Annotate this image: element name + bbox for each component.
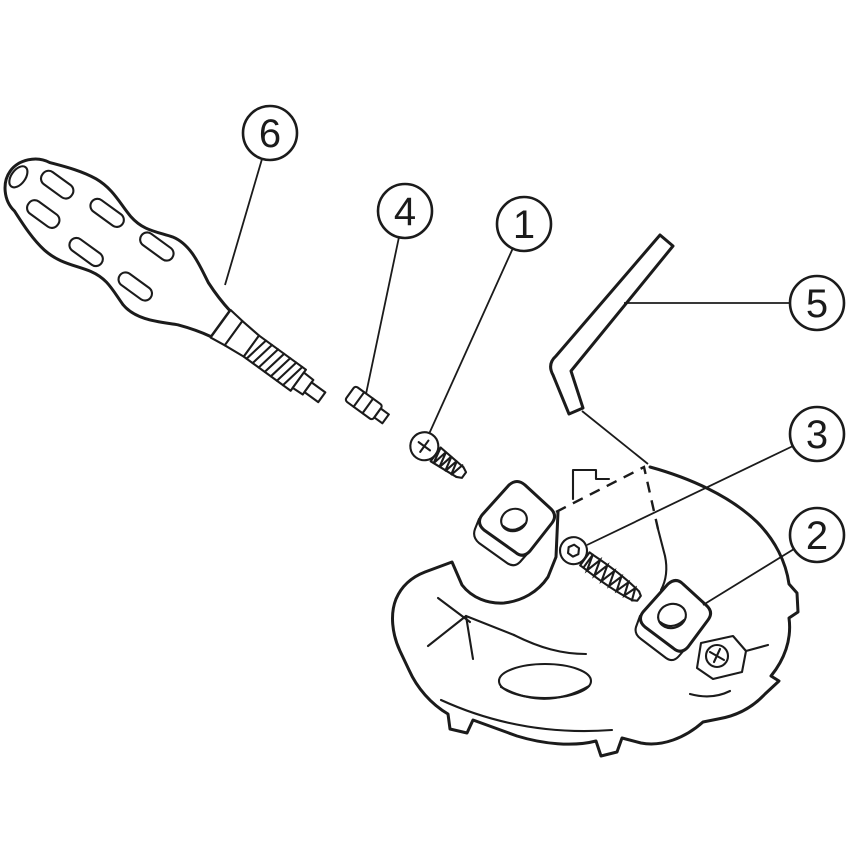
screw-thread-outline [582,553,641,602]
bit-tip [373,407,390,425]
spring-coils [245,339,304,387]
insert-hole [500,507,528,533]
hex-key [549,233,675,465]
callout-leader-6 [224,158,263,286]
insert-screw [409,431,468,479]
handle-butt-recess [8,165,29,189]
callout-number: 3 [806,413,828,457]
callout-number: 6 [259,112,281,156]
phillips-recess [417,439,432,453]
callout-circle [788,506,846,564]
set-screw [704,643,730,669]
callout-5: 5 [788,274,846,332]
callout-leaders [224,158,795,606]
screw-threads [584,553,638,602]
callout-number: 1 [513,203,535,247]
callout-leader-2 [702,548,795,606]
callout-leader-3 [586,445,794,546]
screwdriver-tip [303,381,327,404]
insert-hole [657,602,687,630]
milling-cutter-body [391,465,800,758]
callout-leader-4 [365,236,400,395]
screw-tip [631,590,642,602]
handle-grip-slot [26,199,61,229]
body-facet-line [688,689,732,698]
screwdriver-handle [3,157,232,339]
insert-thickness [473,517,529,567]
callout-number: 2 [806,514,828,558]
hex-key-guide-line [581,410,649,465]
handle-grip-slot [39,169,75,200]
tip-collar [291,371,315,396]
callout-circle [376,182,434,240]
indexable-insert [634,579,713,662]
milling-insert-front [473,480,557,567]
callout-circle [788,274,846,332]
driver-bit [344,385,390,425]
insert-hole-chamfer [501,521,528,531]
callout-leader-1 [428,247,514,435]
handle-grip-slot [89,197,125,228]
insert-thickness [634,614,687,662]
bit-detail-line [352,391,375,415]
handle-grip-slot [139,231,175,262]
screw-tip [455,466,468,479]
handle-grip-slot [68,236,104,268]
pocket-step [571,468,611,501]
hex-socket [566,543,581,558]
callouts: 6 4 1 5 3 2 [241,104,846,564]
hex-key-body [549,233,675,416]
insert-hole-chamfer [658,618,686,628]
callout-number: 5 [806,282,828,326]
callout-4: 4 [376,182,434,240]
clamp-screw [558,536,642,602]
center-bore-shadow [499,684,591,700]
insert-seat-line [744,643,770,653]
callout-circle [788,405,846,463]
body-rim-line [439,698,614,733]
pocket-wall-line [656,527,668,592]
body-facet-line [436,596,472,624]
callout-circle [241,104,299,162]
screwdriver [3,157,327,404]
callout-2: 2 [788,506,846,564]
pocket-dashed-outline [555,465,660,530]
callout-6: 6 [241,104,299,162]
cutter-body-outline [391,465,800,758]
callout-3: 3 [788,405,846,463]
screw-thread-outline [429,446,465,478]
body-facet-line [512,633,588,656]
body-facet-line [464,614,516,637]
callout-1: 1 [495,195,553,253]
set-screw-slot [708,647,726,664]
callout-number: 4 [394,190,416,234]
callout-circle [495,195,553,253]
handle-grip-slot [117,271,154,302]
